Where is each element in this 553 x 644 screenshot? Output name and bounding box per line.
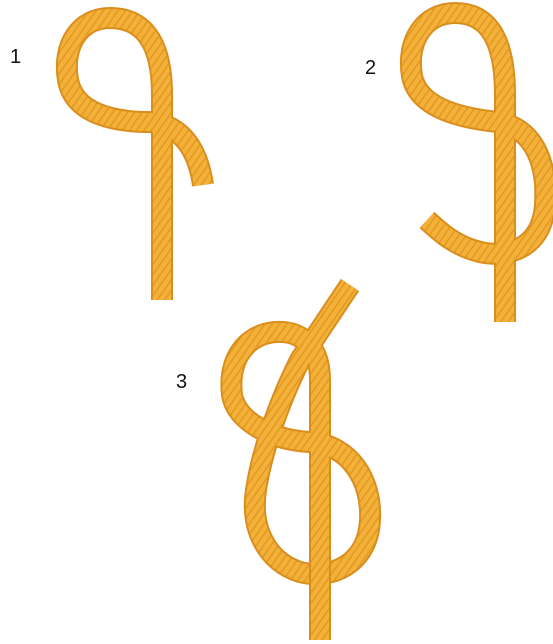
- step-3-label: 3: [176, 371, 187, 393]
- step-1-rope: [67, 18, 203, 300]
- step-3-group: 3: [176, 285, 370, 640]
- step-2-rope: [411, 13, 545, 322]
- step-1-group: 1: [10, 18, 203, 300]
- step-2-label: 2: [365, 57, 376, 79]
- step-3-rope: [231, 285, 370, 640]
- step-2-group: 2: [365, 13, 545, 322]
- step-1-label: 1: [10, 46, 21, 68]
